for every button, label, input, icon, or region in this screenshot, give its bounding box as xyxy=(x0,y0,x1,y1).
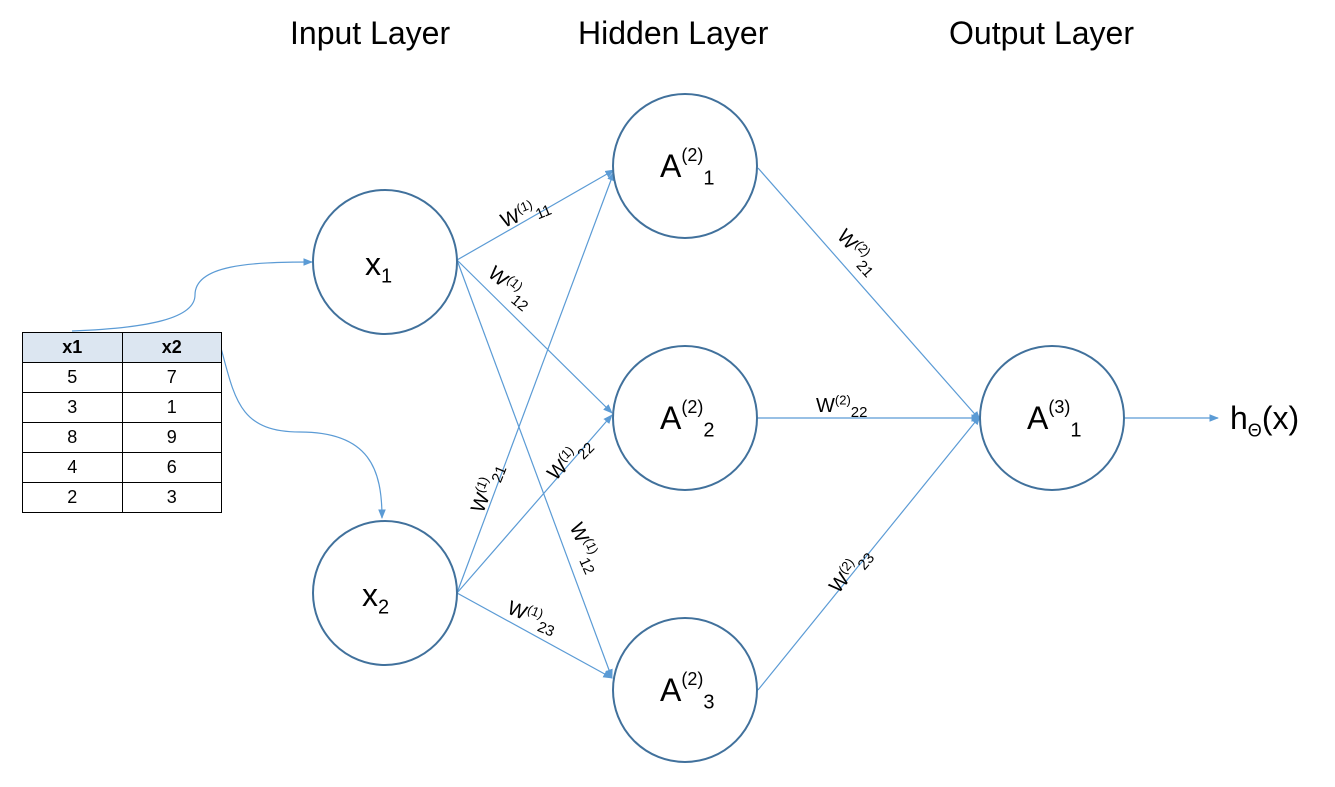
node-x1 xyxy=(312,189,458,335)
table-cell: 8 xyxy=(22,422,123,453)
connector-table-x2 xyxy=(220,347,386,519)
output-layer-title: Output Layer xyxy=(949,15,1134,51)
node-label-a31: A(3)1 xyxy=(1027,397,1082,442)
node-label-x1: x1 xyxy=(365,246,393,288)
edge-x2-a23 xyxy=(456,592,613,679)
table-cell: 6 xyxy=(121,452,222,483)
edge-x1-a23 xyxy=(456,259,613,679)
node-label-a23: A(2)3 xyxy=(660,669,715,714)
edge-x1-a21 xyxy=(456,169,615,261)
table-cell: 9 xyxy=(121,422,222,453)
hidden-layer-title: Hidden Layer xyxy=(578,15,769,51)
node-label-x2: x2 xyxy=(362,577,390,619)
table-row: 5 7 xyxy=(22,362,222,393)
edge-x1-a22 xyxy=(456,259,613,414)
table-row: 4 6 xyxy=(22,452,222,483)
input-layer-title: Input Layer xyxy=(290,15,451,51)
table-cell: 4 xyxy=(22,452,123,483)
table-cell: 3 xyxy=(22,392,123,423)
node-a23 xyxy=(612,617,758,763)
connector-table-x1 xyxy=(71,258,313,332)
input-data-table: x1 x2 5 7 3 1 8 9 4 6 2 3 xyxy=(22,332,222,513)
table-cell: 2 xyxy=(22,482,123,513)
node-a21 xyxy=(612,93,758,239)
node-a22 xyxy=(612,345,758,491)
table-row: 2 3 xyxy=(22,482,222,513)
node-label-a22: A(2)2 xyxy=(660,397,715,442)
node-label-a21: A(2)1 xyxy=(660,145,715,190)
node-x2 xyxy=(312,520,458,666)
table-row: 8 9 xyxy=(22,422,222,453)
table-header-x1: x1 xyxy=(22,332,123,363)
edge-a21-a31 xyxy=(757,167,981,421)
output-label: hΘ(x) xyxy=(1230,400,1300,441)
edge-x2-a22 xyxy=(456,414,613,594)
table-row: 3 1 xyxy=(22,392,222,423)
edge-x2-a21 xyxy=(456,171,615,594)
table-cell: 1 xyxy=(121,392,222,423)
table-cell: 3 xyxy=(121,482,222,513)
table-cell: 5 xyxy=(22,362,123,393)
table-header-x2: x2 xyxy=(121,332,222,363)
edge-a23-a31 xyxy=(757,415,981,691)
table-header-row: x1 x2 xyxy=(22,332,222,363)
node-a31 xyxy=(979,345,1125,491)
table-cell: 7 xyxy=(121,362,222,393)
weight-label-w2-22: W(2)22 xyxy=(816,392,868,421)
